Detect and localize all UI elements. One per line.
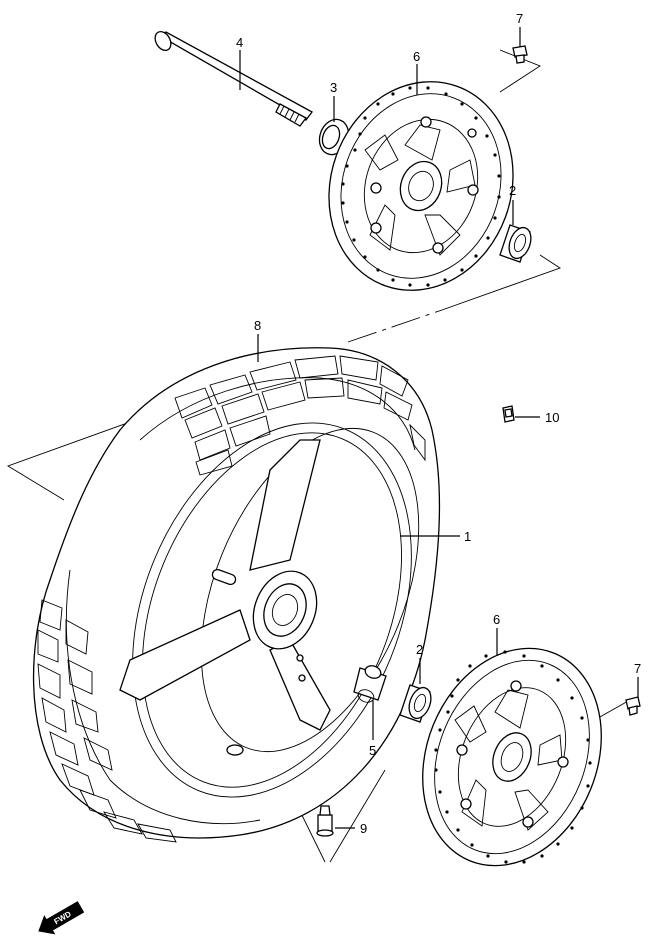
wheel-bearing-upper [499, 224, 532, 263]
wheel-bearing-lower [399, 684, 432, 723]
callout-8: 8 [254, 318, 261, 333]
brake-disc-lower [422, 647, 602, 867]
front-axle [154, 31, 313, 127]
callout-3: 3 [330, 80, 337, 95]
front-tire [32, 347, 441, 839]
callout-6-upper: 6 [413, 49, 420, 64]
wheel-spokes [119, 439, 331, 756]
disc-holes-lower [456, 680, 569, 828]
callout-9: 9 [360, 821, 367, 836]
brake-disc-upper [328, 81, 514, 291]
callout-4: 4 [236, 35, 243, 50]
callout-10: 10 [545, 410, 559, 425]
tire-tread-top [174, 355, 426, 476]
forward-direction-arrow: FWD [38, 901, 85, 935]
callout-7-lower: 7 [634, 661, 641, 676]
callout-5: 5 [369, 743, 376, 758]
tire-tread-left [37, 599, 177, 843]
callout-1: 1 [464, 529, 471, 544]
callout-6-lower: 6 [493, 612, 500, 627]
disc-bolt-upper [512, 45, 528, 64]
wheel-spacer [353, 665, 387, 703]
leader-lines [239, 27, 639, 829]
callout-labels: 1 2 2 3 4 5 6 6 7 7 8 9 10 [236, 11, 641, 836]
callout-2-lower: 2 [416, 642, 423, 657]
balance-weight-clip [502, 405, 515, 423]
callout-2-upper: 2 [509, 183, 516, 198]
disc-holes-upper [370, 116, 479, 254]
wheel-rim [132, 422, 420, 798]
tire-valve [316, 805, 334, 837]
disc-bolt-lower [625, 696, 641, 716]
callout-7-upper: 7 [516, 11, 523, 26]
